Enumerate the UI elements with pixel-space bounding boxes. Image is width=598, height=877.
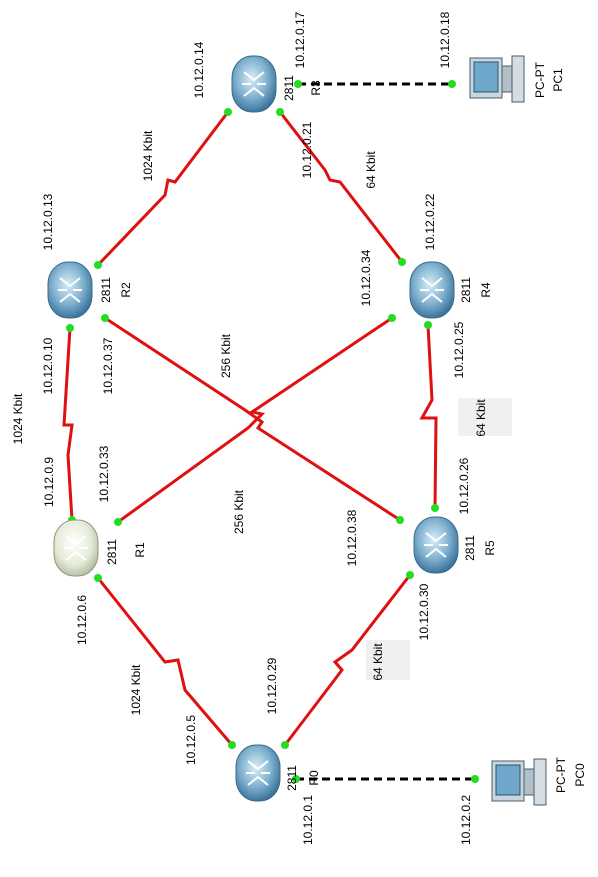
r0-model-label: 2811 — [285, 765, 299, 791]
ip-r3-to-r2: 10.12.0.14 — [192, 41, 206, 98]
r2-name-label: R2 — [119, 282, 133, 298]
port-dot — [281, 741, 289, 749]
pc0-name-label: PC0 — [573, 763, 587, 787]
ip-r5-to-r4: 10.12.0.26 — [457, 457, 471, 514]
bw-r1-r4: 256 Kbit — [232, 489, 246, 534]
r4-model-label: 2811 — [459, 277, 473, 303]
router-r3[interactable] — [231, 55, 277, 113]
r4-name-label: R4 — [479, 282, 493, 298]
bw-r1-r2: 1024 Kbit — [11, 393, 25, 444]
port-dot — [224, 108, 232, 116]
port-dot — [448, 80, 456, 88]
bw-r2-r3: 1024 Kbit — [141, 130, 155, 181]
port-dot — [94, 574, 102, 582]
port-dot — [406, 571, 414, 579]
link-r3-r4[interactable] — [278, 111, 404, 263]
labels: 2811 R3 2811 R2 2811 R4 2811 R1 2811 R5 … — [11, 11, 587, 845]
ip-r0-to-pc0: 10.12.0.1 — [301, 795, 315, 845]
port-dot — [398, 258, 406, 266]
port-dot — [94, 261, 102, 269]
r3-name-label: R3 — [309, 80, 323, 96]
link-r1-r2[interactable] — [62, 327, 74, 521]
pc1-model-label: PC-PT — [533, 61, 547, 98]
ip-r2-to-r3: 10.12.0.13 — [41, 193, 55, 250]
port-dot — [276, 108, 284, 116]
router-r2[interactable] — [47, 261, 93, 319]
port-dot — [114, 518, 122, 526]
router-r1[interactable] — [53, 519, 99, 577]
pc-pc0[interactable] — [491, 758, 547, 806]
bw-r4-r5: 64 Kbit — [474, 399, 488, 437]
label-panel — [366, 640, 410, 680]
port-dot — [471, 775, 479, 783]
serial-links — [62, 111, 438, 746]
ethernet-links — [296, 82, 475, 781]
r1-model-label: 2811 — [105, 539, 119, 565]
ip-r4-to-r3: 10.12.0.22 — [423, 193, 437, 250]
port-dot — [388, 314, 396, 322]
ip-r2-to-r5: 10.12.0.37 — [101, 337, 115, 394]
r2-model-label: 2811 — [99, 277, 113, 303]
r5-model-label: 2811 — [463, 535, 477, 561]
port-dot — [101, 314, 109, 322]
link-r2-r3[interactable] — [96, 111, 230, 267]
label-panel — [458, 398, 512, 436]
ip-r4-to-r5: 10.12.0.25 — [452, 321, 466, 378]
port-dot — [396, 516, 404, 524]
r1-name-label: R1 — [133, 542, 147, 558]
link-r2-r5[interactable] — [104, 316, 401, 522]
bw-r2-r5: 256 Kbit — [219, 333, 233, 378]
ip-r1-to-r4: 10.12.0.33 — [97, 445, 111, 502]
link-r4-r5[interactable] — [419, 324, 438, 509]
ip-r5-to-r0: 10.12.0.30 — [417, 583, 431, 640]
bw-r0-r1: 1024 Kbit — [129, 664, 143, 715]
r5-name-label: R5 — [483, 540, 497, 556]
r0-name-label: R0 — [307, 770, 321, 786]
port-dot — [294, 80, 302, 88]
port-dot — [228, 741, 236, 749]
port-dot — [292, 775, 300, 783]
ip-r0-to-r5: 10.12.0.29 — [265, 657, 279, 714]
ip-r5-to-r2: 10.12.0.38 — [345, 509, 359, 566]
bw-r3-r4: 64 Kbit — [364, 151, 378, 189]
ip-r2-to-r1: 10.12.0.10 — [41, 337, 55, 394]
ip-pc0: 10.12.0.2 — [459, 795, 473, 845]
pc1-name-label: PC1 — [551, 68, 565, 92]
pc0-model-label: PC-PT — [554, 756, 568, 793]
port-indicators — [66, 80, 479, 783]
bw-r0-r5: 64 Kbit — [371, 643, 385, 681]
link-r1-r4[interactable] — [117, 316, 393, 524]
r3-model-label: 2811 — [282, 75, 296, 101]
link-r0-r1[interactable] — [96, 577, 234, 746]
router-r5[interactable] — [413, 516, 459, 574]
pc-pc1[interactable] — [469, 55, 525, 103]
ip-r4-to-r1: 10.12.0.34 — [359, 249, 373, 306]
router-r0[interactable] — [235, 744, 281, 802]
ip-r1-to-r0: 10.12.0.6 — [75, 595, 89, 645]
ip-r3-to-pc1: 10.12.0.17 — [293, 11, 307, 68]
ip-pc1: 10.12.0.18 — [438, 11, 452, 68]
ip-r1-to-r2: 10.12.0.9 — [42, 457, 56, 507]
ip-r0-to-r1: 10.12.0.5 — [184, 715, 198, 765]
port-dot — [431, 504, 439, 512]
ip-r3-to-r4: 10.12.0.21 — [300, 121, 314, 178]
port-dot — [424, 321, 432, 329]
port-dot — [66, 324, 74, 332]
router-r4[interactable] — [409, 261, 455, 319]
link-r0-r5[interactable] — [283, 574, 412, 746]
